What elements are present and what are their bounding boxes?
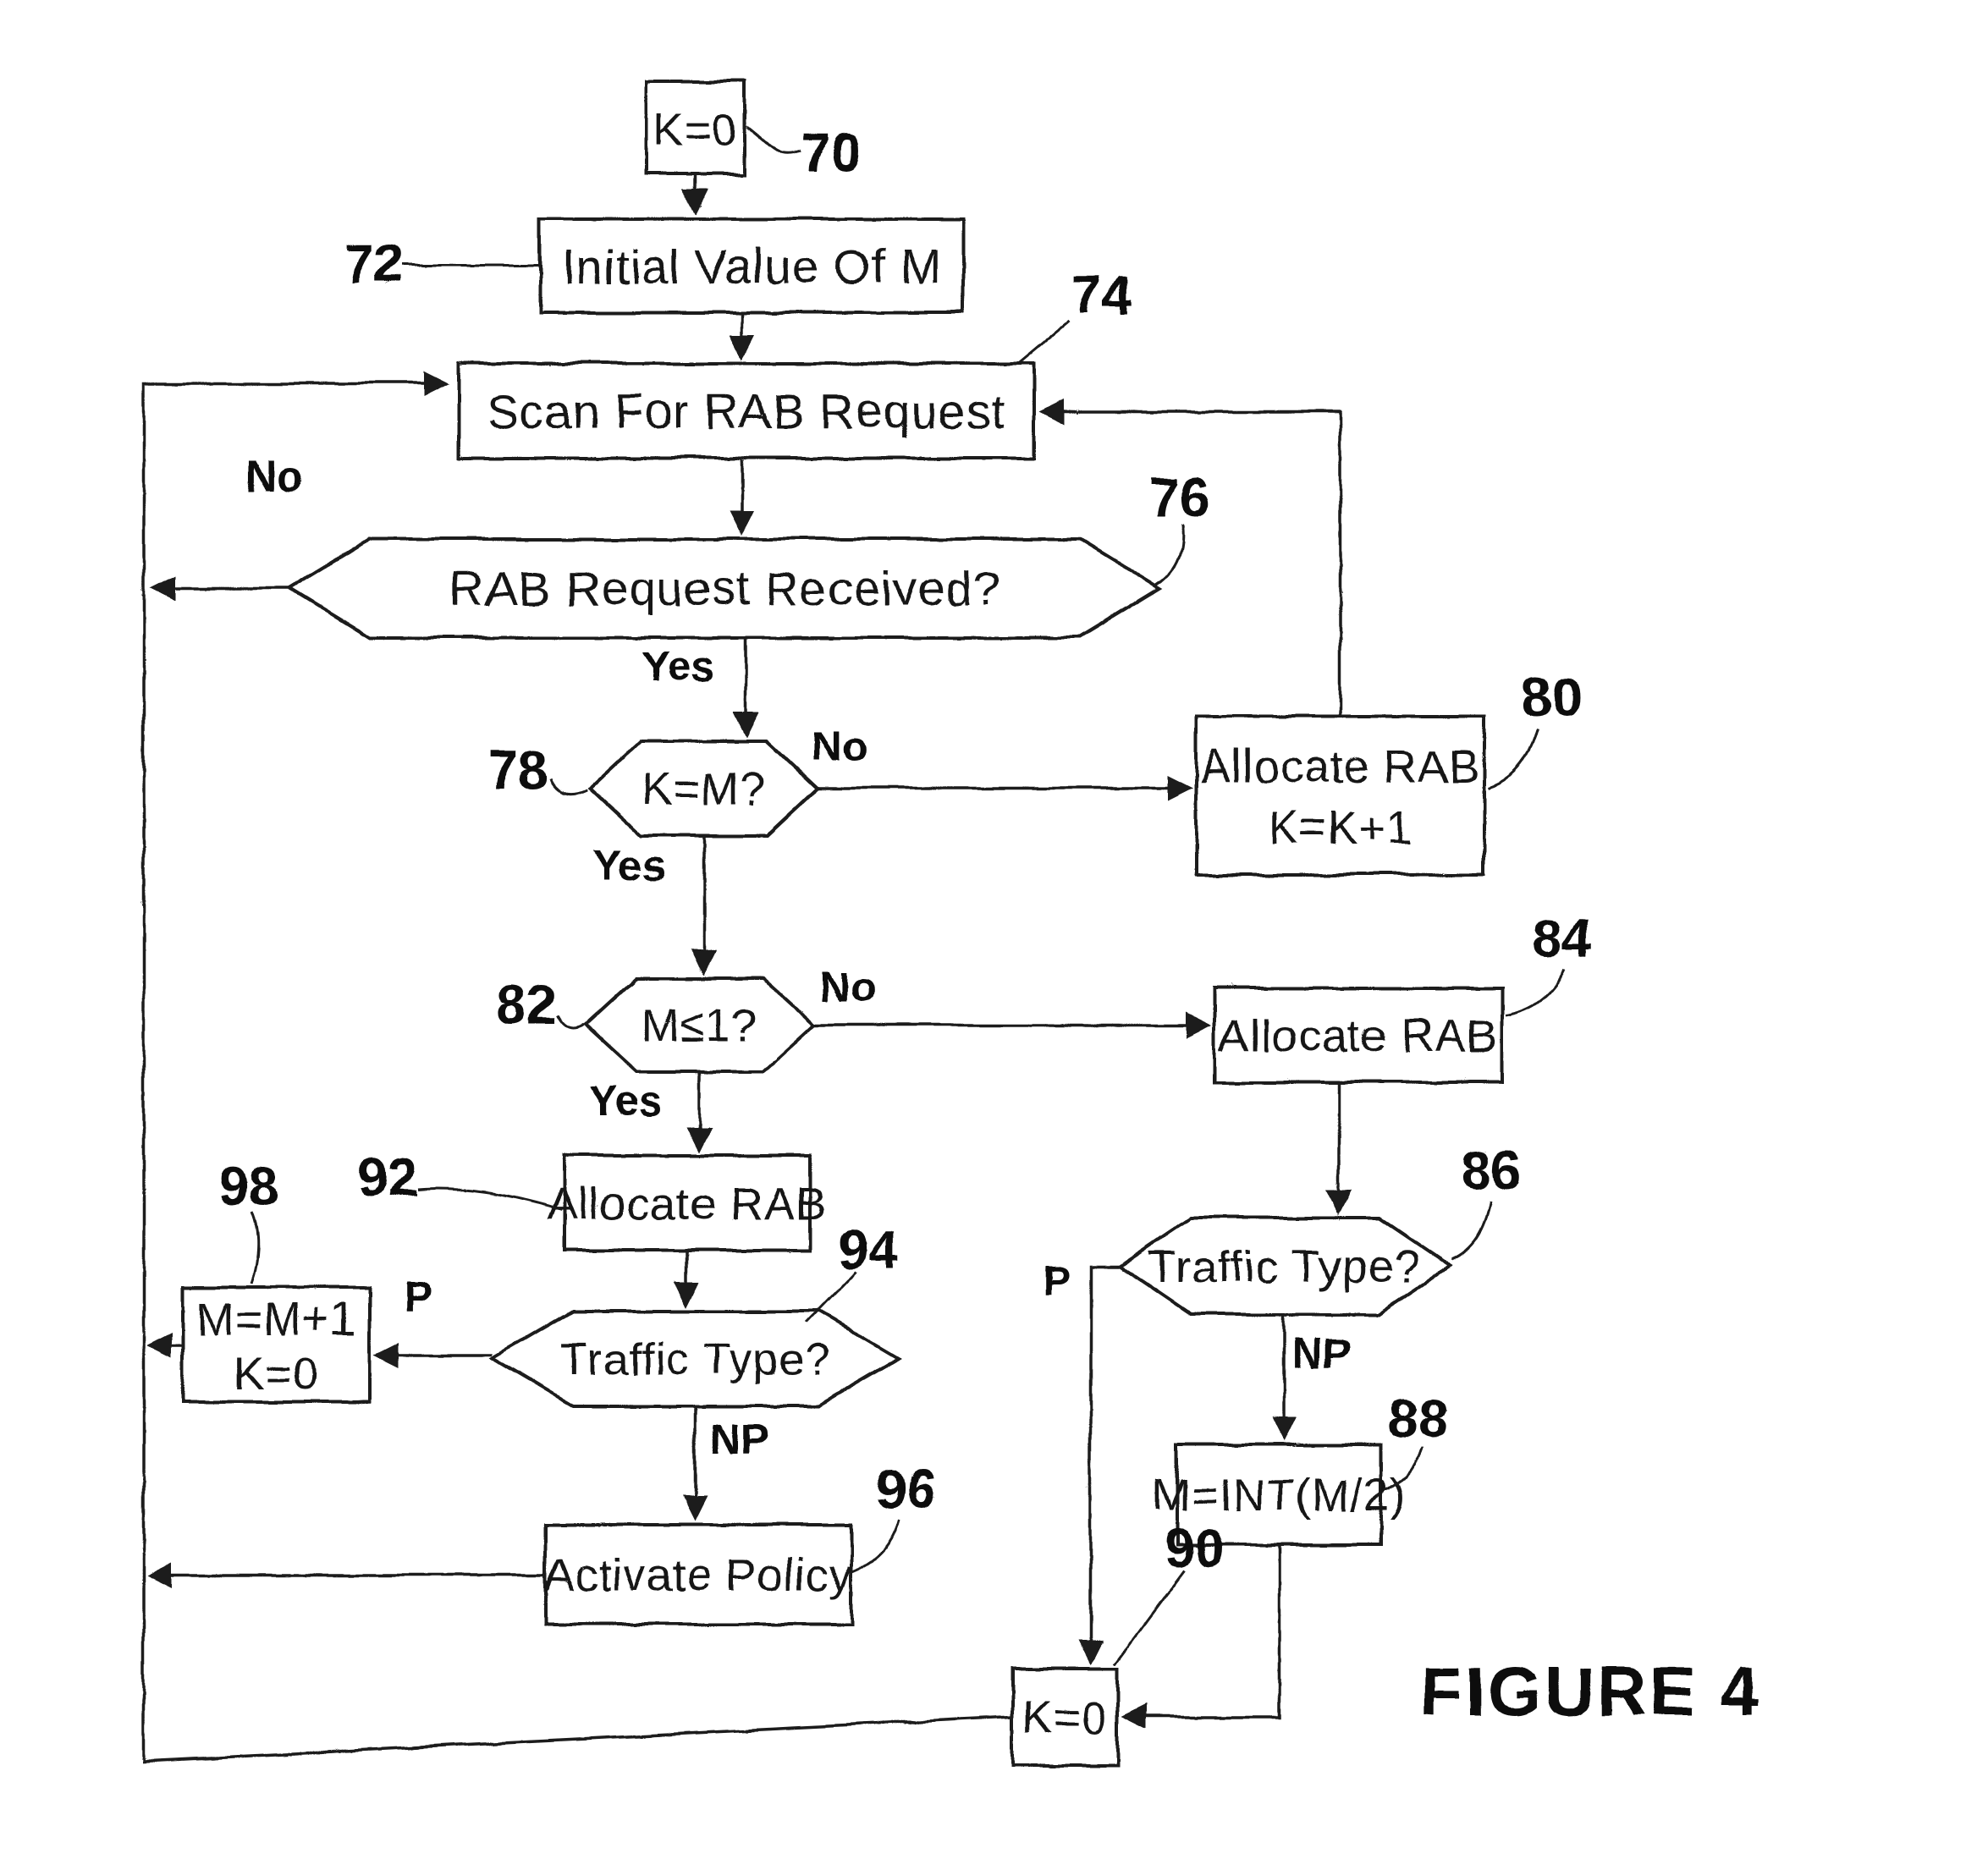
decision-traffic-type-left: Traffic Type? bbox=[491, 1310, 897, 1405]
decision-rab-request-received: RAB Request Received? bbox=[288, 538, 1159, 636]
ref-94: 94 bbox=[836, 1218, 897, 1279]
node-allocate-rab-right-label: Allocate RAB bbox=[1217, 1009, 1496, 1060]
leader-78 bbox=[548, 777, 586, 793]
leader-90 bbox=[1113, 1569, 1183, 1664]
ref-84: 84 bbox=[1531, 907, 1592, 968]
node-m-plus-1-k0-line2: K=0 bbox=[233, 1347, 318, 1398]
node-allocate-rab-left: Allocate RAB bbox=[546, 1154, 825, 1249]
node-k0-start-label: K=0 bbox=[653, 103, 738, 154]
decision-traffic-type-left-label: Traffic Type? bbox=[558, 1333, 829, 1383]
node-m-plus-1-k0-line1: M=M+1 bbox=[195, 1293, 355, 1344]
node-scan-for-rab-request: Scan For RAB Request bbox=[457, 362, 1033, 457]
ref-96: 96 bbox=[875, 1457, 935, 1518]
node-initial-value-of-m: Initial Value Of M bbox=[539, 217, 962, 311]
decision-traffic-type-right-label: Traffic Type? bbox=[1147, 1240, 1418, 1291]
node-m-int-m-2-label: M=INT(M/2) bbox=[1151, 1469, 1405, 1520]
node-initial-value-of-m-label: Initial Value Of M bbox=[561, 239, 940, 293]
node-allocate-rab-k-plus-1-line2: K=K+1 bbox=[1267, 801, 1411, 852]
ref-90: 90 bbox=[1163, 1516, 1223, 1577]
label-yes-78: Yes bbox=[592, 841, 664, 888]
label-p-86: P bbox=[1041, 1256, 1069, 1303]
node-k0-bottom: K=0 bbox=[1011, 1668, 1116, 1764]
ref-98: 98 bbox=[217, 1154, 277, 1215]
leader-80 bbox=[1487, 728, 1537, 787]
reference-numerals: 70 72 74 76 78 80 82 84 86 88 90 92 bbox=[217, 120, 1592, 1664]
decision-rab-request-received-label: RAB Request Received? bbox=[448, 561, 1000, 615]
decision-m-less-equal-1-label: M≤1? bbox=[640, 999, 757, 1050]
node-k0-bottom-label: K=0 bbox=[1022, 1691, 1107, 1742]
ref-76: 76 bbox=[1148, 465, 1208, 526]
node-allocate-rab-left-label: Allocate RAB bbox=[546, 1177, 825, 1228]
label-no-78: No bbox=[810, 721, 867, 768]
decision-k-equals-m: K=M? bbox=[588, 740, 817, 834]
node-activate-policy-label: Activate Policy bbox=[542, 1548, 852, 1599]
label-np-94: NP bbox=[708, 1415, 767, 1462]
decision-m-less-equal-1: M≤1? bbox=[584, 977, 812, 1070]
leader-70 bbox=[746, 125, 799, 151]
label-yes-82: Yes bbox=[587, 1076, 660, 1124]
node-m-plus-1-k0: M=M+1 K=0 bbox=[182, 1286, 368, 1400]
leader-76 bbox=[1154, 523, 1182, 585]
ref-80: 80 bbox=[1520, 665, 1580, 726]
label-p-94: P bbox=[402, 1271, 430, 1318]
ref-72: 72 bbox=[342, 232, 402, 293]
ref-92: 92 bbox=[356, 1146, 416, 1207]
node-allocate-rab-k-plus-1: Allocate RAB K=K+1 bbox=[1195, 715, 1483, 874]
ref-78: 78 bbox=[486, 738, 546, 799]
leader-82 bbox=[555, 1014, 582, 1027]
decision-traffic-type-right: Traffic Type? bbox=[1118, 1217, 1448, 1313]
leader-98 bbox=[251, 1210, 257, 1283]
node-activate-policy: Activate Policy bbox=[542, 1523, 852, 1623]
label-no-76: No bbox=[245, 452, 301, 499]
node-k0-start: K=0 bbox=[645, 80, 745, 173]
edge-86-90-p bbox=[1089, 1265, 1118, 1660]
node-allocate-rab-k-plus-1-line1: Allocate RAB bbox=[1199, 740, 1479, 791]
decision-k-equals-m-label: K=M? bbox=[641, 762, 765, 813]
leader-96 bbox=[851, 1518, 899, 1570]
ref-88: 88 bbox=[1386, 1387, 1446, 1448]
figure-caption: FIGURE 4 bbox=[1419, 1653, 1759, 1730]
ref-70: 70 bbox=[799, 120, 859, 181]
label-no-82: No bbox=[818, 962, 875, 1009]
leader-86 bbox=[1450, 1200, 1490, 1259]
ref-86: 86 bbox=[1459, 1139, 1519, 1200]
ref-74: 74 bbox=[1070, 263, 1131, 324]
ref-82: 82 bbox=[494, 973, 554, 1034]
node-scan-for-rab-request-label: Scan For RAB Request bbox=[486, 383, 1004, 437]
node-allocate-rab-right: Allocate RAB bbox=[1213, 987, 1501, 1081]
label-yes-76: Yes bbox=[641, 641, 713, 689]
leader-92 bbox=[416, 1187, 560, 1208]
leader-74 bbox=[1017, 320, 1068, 362]
leader-84 bbox=[1504, 968, 1564, 1014]
label-np-86: NP bbox=[1291, 1328, 1349, 1376]
